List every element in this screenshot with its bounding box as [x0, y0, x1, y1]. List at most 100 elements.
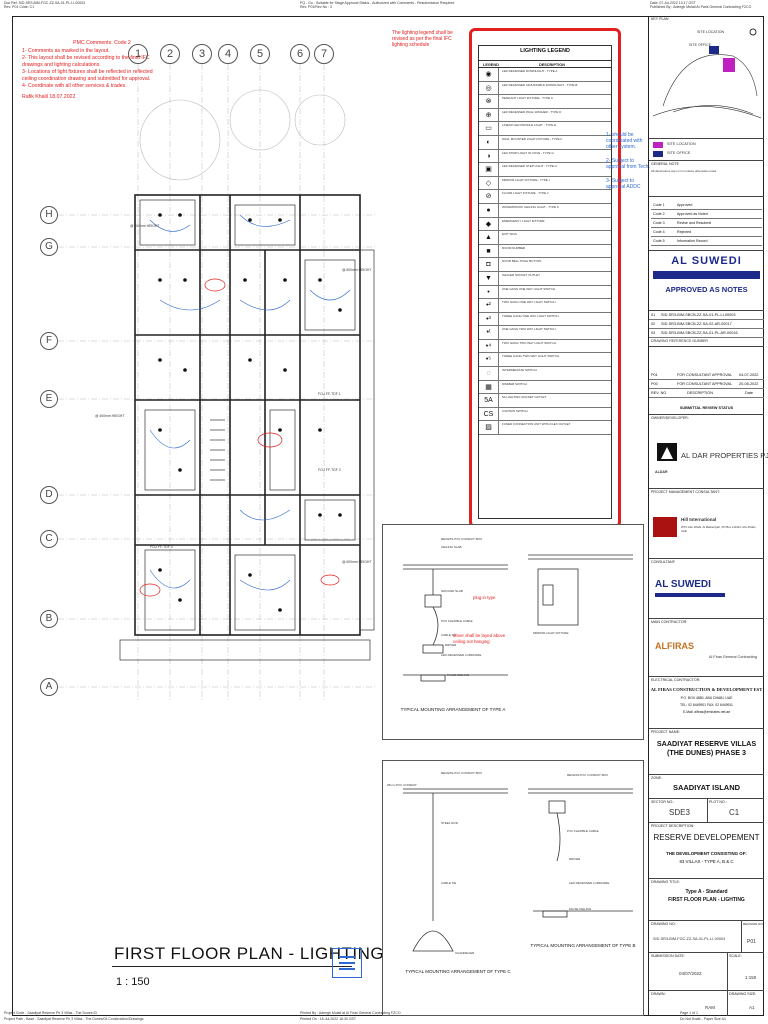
- project-description-sub2: 83 VILLAS - TYPE A, B & C: [679, 859, 734, 864]
- detail-caption-b: TYPICAL MOUNTING ARRANGEMENT OF TYPE B: [530, 943, 636, 948]
- project-description: RESERVE DEVELOPEMENT: [653, 833, 760, 842]
- pm-address: WTC Abu Dhabi, Al Markaziyah, PO Box 113…: [681, 525, 757, 533]
- grid-row-bubble: F: [40, 332, 58, 350]
- ref-drawing: SID-SR3-BIM-SBCB-ZZ-SA-02-AR-00017: [661, 322, 732, 326]
- lighting-legend-table: LIGHTING LEGEND LEGEND DESCRIPTION ◉LED …: [478, 45, 612, 519]
- sheet-label: DRAWING SIZE:: [729, 992, 757, 996]
- grid-row-bubble: A: [40, 678, 58, 696]
- sector-label: SECTOR NO.:: [651, 800, 675, 804]
- legend-symbol-icon: 5A: [479, 394, 499, 407]
- aldar-logo-icon: [657, 443, 677, 461]
- main-contractor-sub: Al Firas General Contracting: [709, 655, 757, 659]
- pmc-comments-title: PMC Comments: Code 2: [73, 40, 131, 46]
- consultant-stamp: AL SUWEDI APPROVED AS NOTES: [649, 250, 764, 310]
- detail-label: RECESS PVC CONDUIT BOX: [441, 771, 482, 775]
- key-plan-section: KEY PLAN SITE LOCATION SITE OFFICE: [649, 16, 764, 138]
- legend-description: WATERPROOF CEILING LIGHT - TYPE K: [502, 204, 559, 209]
- header-left: Doc Ref: SID-SR3-BIM-FGC-ZZ-SA-01-PL-LI-…: [4, 1, 86, 5]
- mounting-detail-drawing: [403, 788, 633, 952]
- legend-row: ⊘FLOOR LIGHT FIXTURE - TYPE J: [479, 190, 611, 204]
- blue-note-3: 3- Subject to approval ADDC: [606, 178, 641, 190]
- legend-description: THREE GANG ONE WAY LIGHT SWITCH: [502, 313, 559, 318]
- lighting-legend-panel: LIGHTING LEGEND LEGEND DESCRIPTION ◉LED …: [469, 28, 621, 528]
- legend-symbol-icon: ◐: [479, 135, 499, 149]
- grid-row-bubble: B: [40, 610, 58, 628]
- legend-description: SHAVER SOCKET OUTLET: [502, 272, 540, 277]
- site-office-legend: SITE OFFICE: [667, 151, 691, 155]
- electrical-contractor-name: AL FIRAS CONSTRUCTION & DEVELOPMENT EST: [650, 687, 763, 692]
- legend-symbol-icon: •⁵: [479, 353, 499, 367]
- legend-symbol-icon: ▭: [479, 122, 499, 135]
- legend-symbol-icon: ◑: [479, 149, 499, 163]
- legend-symbol-icon: ▦: [479, 380, 499, 394]
- legend-symbol-icon: ⊕: [479, 108, 499, 122]
- key-plan-map: [653, 28, 761, 119]
- legend-symbol-icon: •²: [479, 299, 499, 312]
- legend-col-symbol: LEGEND: [483, 63, 499, 67]
- legend-header-row: LEGEND DESCRIPTION: [479, 60, 611, 68]
- legend-row: •ONE GANG ONE WAY LIGHT SWITCH: [479, 285, 611, 300]
- legend-row: ◘DOOR BELL PUSH BUTTON: [479, 258, 611, 272]
- plan-height-label: @ 600mm HEIGHT: [342, 268, 372, 272]
- scale-value: 1:150: [745, 975, 757, 980]
- consultant-bar: [655, 593, 725, 597]
- plot-value: C1: [729, 808, 740, 817]
- sheet-divider: [727, 991, 728, 1016]
- detail-caption-a: TYPICAL MOUNTING ARRANGEMENT OF TYPE A: [400, 707, 506, 712]
- legend-description: FUSED CONNECTION UNIT WITH FLEX OUTLET: [502, 422, 571, 427]
- site-office-marker: [709, 46, 719, 54]
- drawn-value: RAM: [705, 1005, 715, 1010]
- submittal-status: SUBMITTAL REVIEW STATUS: [679, 406, 734, 410]
- owner-section: OWNER/DEVELOPER: ALDAR AL DAR PROPERTIES…: [649, 414, 768, 488]
- fcu-label: FCU FF-TDF 1: [318, 392, 341, 396]
- pm-label: PROJECT MANAGEMENT CONSULTANT:: [651, 490, 720, 494]
- owner-name: AL DAR PROPERTIES PJSC: [681, 451, 768, 460]
- detail-label: FALSE CEILING: [569, 907, 592, 911]
- legend-symbol-icon: ◘: [479, 258, 499, 271]
- detail-label: MIRROR LIGHT FIXTURE: [533, 631, 569, 635]
- site-location-legend: SITE LOCATION: [667, 142, 696, 146]
- plan-height-label: @ 600mm HEIGHT: [342, 560, 372, 564]
- footer-left-2: Project Path - Base - Saadiyat Reserve P…: [4, 1017, 144, 1021]
- stamp-logo: AL SUWEDI: [671, 255, 742, 267]
- plan-scale: 1 : 150: [116, 976, 150, 988]
- project-description-sub: THE DEVELOPMENT CONSISTING OF:: [666, 851, 747, 856]
- owner-label: OWNER/DEVELOPER:: [651, 416, 689, 420]
- legend-symbol-icon: •: [479, 285, 499, 299]
- legend-symbol-icon: ▼: [479, 271, 499, 285]
- grid-column-bubble: 3: [192, 44, 212, 64]
- project-description-section: PROJECT DESCRIPTION: RESERVE DEVELOPEMEN…: [649, 822, 764, 878]
- pmc-comments: PMC Comments: Code 2 1- Comments as mark…: [22, 40, 162, 101]
- footer-right: Page 1 of 1: [680, 1011, 698, 1015]
- pmc-comment-3: 3- Locations of light fixtures shall be …: [22, 69, 153, 82]
- project-name: SAADIYAT RESERVE VILLAS (THE DUNES) PHAS…: [656, 739, 757, 757]
- key-plan-label: KEY PLAN: [651, 17, 669, 21]
- legend-symbol-icon: ◎: [479, 81, 499, 95]
- general-notes: GENERAL NOTE All dimensions are in mm un…: [649, 160, 764, 196]
- legend-revision-note: The lighting legend shall be revised as …: [392, 30, 453, 48]
- legend-symbol-icon: ◉: [479, 68, 499, 81]
- revision-divider: [741, 921, 742, 952]
- grid-row-bubble: E: [40, 390, 58, 408]
- header-right: Date: 07-Jul-2022 10:17 GST: [650, 1, 696, 5]
- electrical-contractor-label: ELECTRICAL CONTRACTOR:: [651, 678, 701, 682]
- legend-description: INTERMEDIATE SWITCH: [502, 368, 537, 373]
- sector-plot-section: SECTOR NO.: SDE3 PLOT NO.: C1: [649, 798, 764, 822]
- drawing-title-2: FIRST FLOOR PLAN - LIGHTING: [668, 897, 745, 903]
- legend-description: ONE GANG TWO WAY LIGHT SWITCH: [502, 327, 556, 332]
- project-logo-icon: [332, 948, 362, 978]
- legend-row: ▼SHAVER SOCKET OUTLET: [479, 271, 611, 286]
- plan-height-label: @ 600mm HEIGHT: [130, 224, 160, 228]
- header-center: PQ - Go - Suitable for Stage Approval St…: [300, 1, 455, 5]
- legend-row: ◑LED STRIP LIGHT IN COVE - TYPE G: [479, 149, 611, 164]
- pmc-signature: Rafik Khalil 18.07.2022: [22, 94, 76, 100]
- site-location-callout: SITE LOCATION: [697, 30, 725, 34]
- detail-panel-bottom: RECESS PVC CONDUIT BOX 25mm PVC CONDUIT …: [382, 760, 644, 1016]
- detail-label: CEILING SLAB: [441, 545, 462, 549]
- legend-description: MIRROR LIGHT FIXTURE - TYPE I: [502, 177, 550, 182]
